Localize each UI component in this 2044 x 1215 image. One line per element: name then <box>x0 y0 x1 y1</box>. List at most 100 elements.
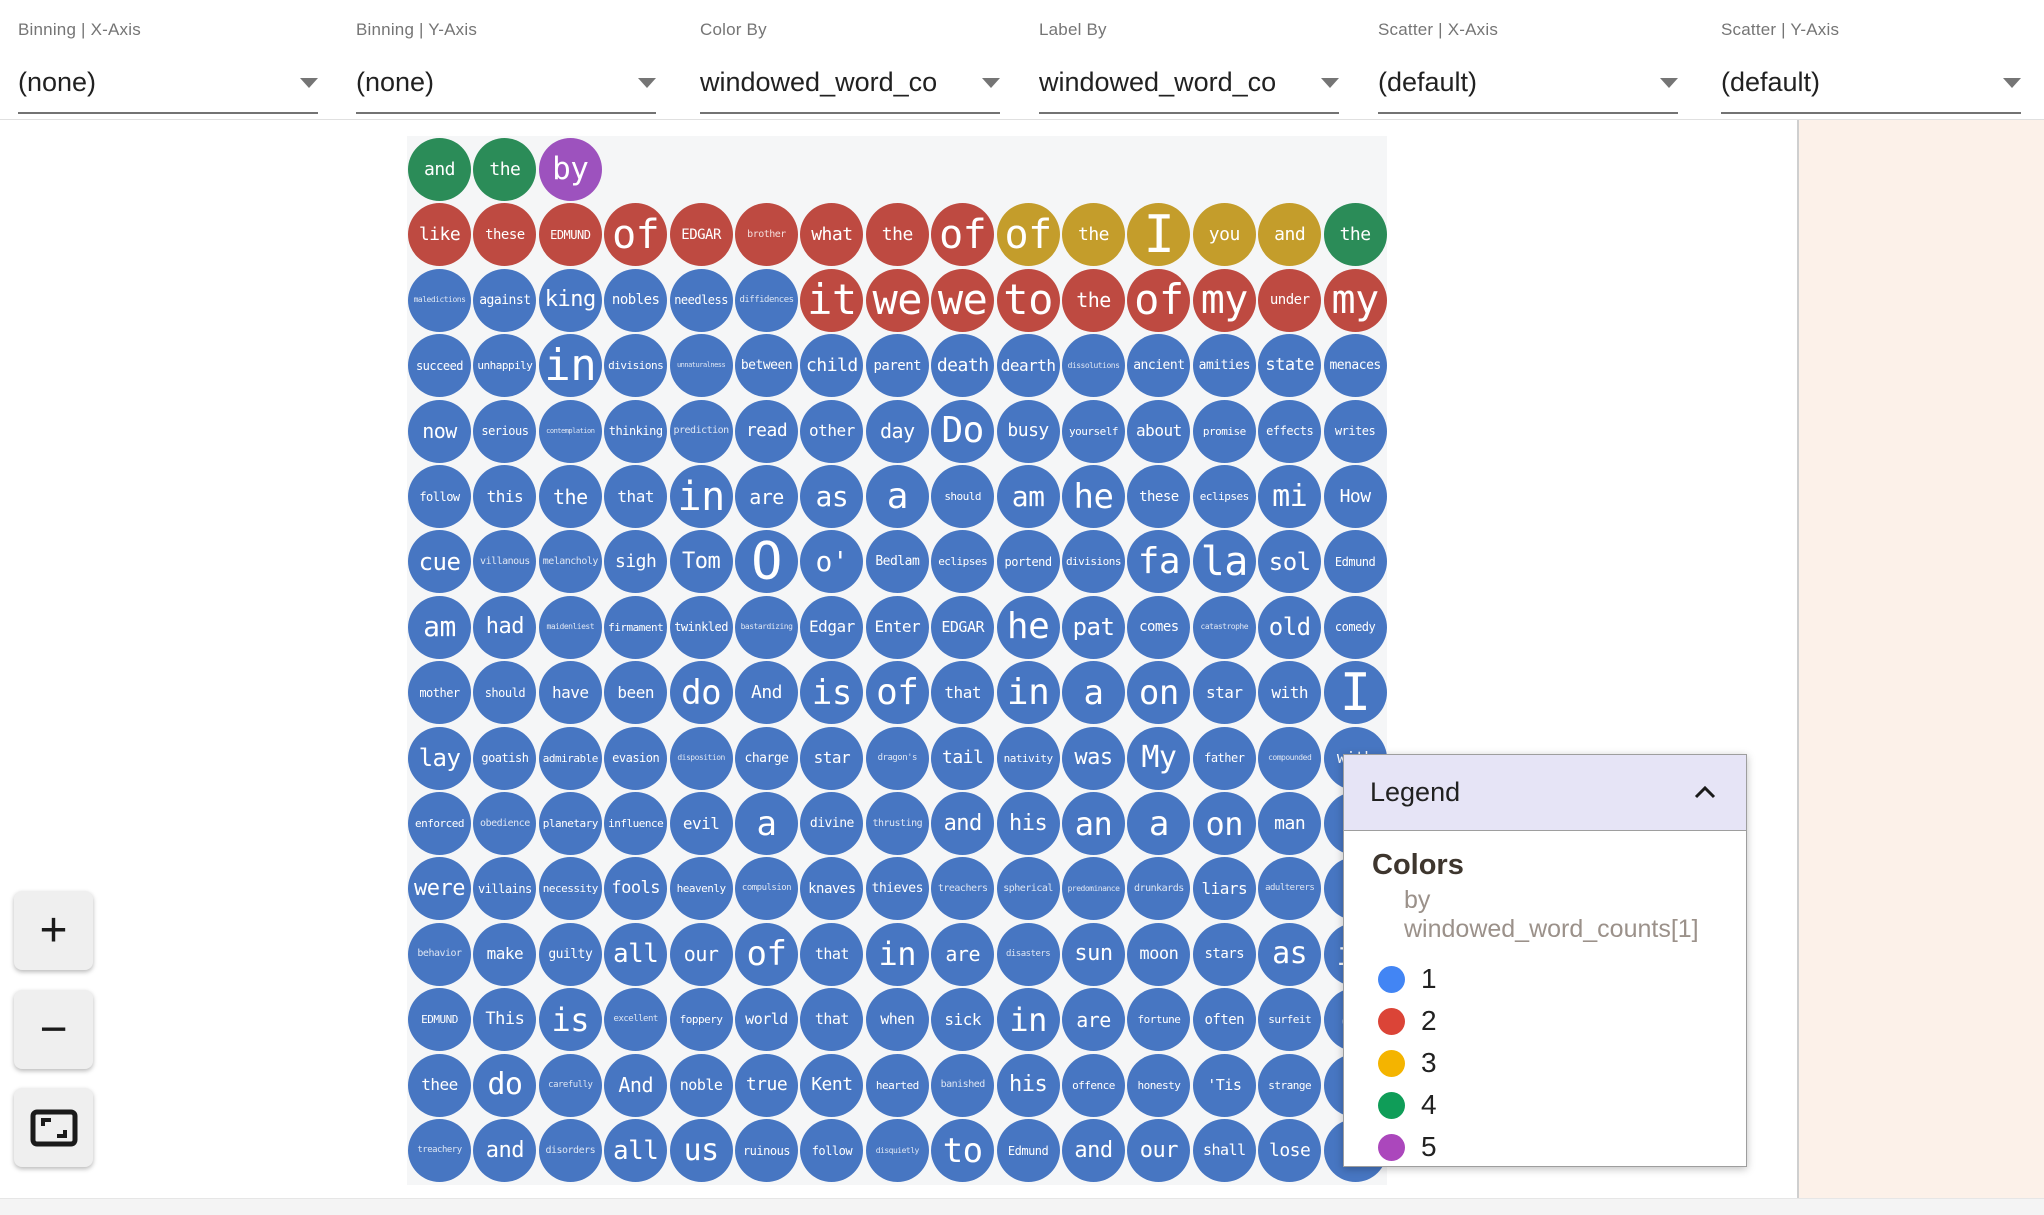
word-circle[interactable]: needless <box>669 268 733 332</box>
word-circle[interactable]: our <box>669 922 733 986</box>
dropdown-label-by[interactable]: Label By windowed_word_co <box>1039 20 1339 114</box>
word-circle[interactable]: contemplation <box>538 399 602 463</box>
word-circle[interactable]: la <box>1192 530 1256 594</box>
word-circle[interactable]: My <box>1127 726 1191 790</box>
word-circle[interactable]: nativity <box>996 726 1060 790</box>
word-circle[interactable]: Bedlam <box>865 530 929 594</box>
word-circle[interactable]: all <box>604 922 668 986</box>
dropdown-scatter-y-axis[interactable]: Scatter | Y-Axis (default) <box>1721 20 2021 114</box>
word-circle[interactable]: on <box>1127 661 1191 725</box>
word-circle[interactable]: Edmund <box>996 1119 1060 1182</box>
dropdown-arrow-icon[interactable] <box>1321 77 1339 88</box>
word-circle[interactable]: writes <box>1323 399 1387 463</box>
word-circle[interactable]: and <box>473 1119 537 1182</box>
word-circle[interactable]: And <box>735 661 798 725</box>
word-circle[interactable]: eclipses <box>931 530 995 594</box>
word-circle[interactable]: unnaturalness <box>669 334 733 398</box>
word-circle[interactable]: heavenly <box>669 857 733 921</box>
word-circle[interactable]: is <box>538 988 602 1052</box>
word-circle[interactable]: EDMUND <box>538 203 602 267</box>
word-circle[interactable]: by <box>538 138 602 201</box>
word-circle[interactable]: And <box>604 1053 668 1117</box>
word-circle[interactable]: all <box>604 1119 668 1182</box>
word-circle[interactable]: menaces <box>1323 334 1387 398</box>
word-circle[interactable]: evasion <box>604 726 668 790</box>
word-circle[interactable]: a <box>735 792 798 855</box>
chevron-up-icon[interactable] <box>1690 783 1720 803</box>
word-circle[interactable]: as <box>800 465 864 528</box>
word-circle[interactable]: 'Tis <box>1192 1053 1256 1117</box>
word-circle[interactable]: catastrophe <box>1192 595 1256 659</box>
word-circle[interactable]: when <box>865 988 929 1052</box>
word-circle[interactable]: lay <box>408 726 471 790</box>
word-circle[interactable]: dearth <box>996 334 1060 398</box>
word-circle[interactable]: How <box>1323 465 1387 528</box>
word-circle[interactable]: behavior <box>408 922 471 986</box>
word-circle[interactable]: that <box>604 465 668 528</box>
word-circle[interactable]: been <box>604 661 668 725</box>
word-circle[interactable]: brother <box>735 203 798 267</box>
word-circle[interactable]: he <box>1062 465 1125 528</box>
word-circle[interactable]: these <box>473 203 537 267</box>
word-circle[interactable]: am <box>996 465 1060 528</box>
word-circle[interactable]: spherical <box>996 857 1060 921</box>
word-circle[interactable]: parent <box>865 334 929 398</box>
word-circle[interactable]: us <box>669 1119 733 1182</box>
word-circle[interactable]: to <box>931 1119 995 1182</box>
word-circle[interactable]: is <box>800 661 864 725</box>
word-circle[interactable]: mi <box>1258 465 1322 528</box>
word-circle[interactable]: sun <box>1062 922 1125 986</box>
word-circle[interactable]: serious <box>473 399 537 463</box>
word-circle[interactable]: of <box>604 203 668 267</box>
word-circle[interactable]: make <box>473 922 537 986</box>
word-circle[interactable]: shall <box>1192 1119 1256 1182</box>
word-circle[interactable]: that <box>800 922 864 986</box>
word-circle[interactable]: strange <box>1258 1053 1322 1117</box>
word-circle[interactable]: my <box>1323 268 1387 332</box>
word-circle[interactable]: do <box>473 1053 537 1117</box>
word-circle[interactable]: Kent <box>800 1053 864 1117</box>
word-circle[interactable]: my <box>1192 268 1256 332</box>
word-circle[interactable]: as <box>1258 922 1322 986</box>
word-circle[interactable]: honesty <box>1127 1053 1191 1117</box>
word-circle[interactable]: fa <box>1127 530 1191 594</box>
word-circle[interactable]: planetary <box>538 792 602 855</box>
word-circle[interactable]: it <box>800 268 864 332</box>
word-circle[interactable]: O <box>735 530 798 594</box>
word-circle[interactable]: like <box>408 203 471 267</box>
word-circle[interactable]: are <box>735 465 798 528</box>
word-circle[interactable]: follow <box>800 1119 864 1182</box>
word-circle[interactable]: do <box>669 661 733 725</box>
word-circle[interactable]: foppery <box>669 988 733 1052</box>
word-circle[interactable]: the <box>865 203 929 267</box>
word-circle[interactable]: treachers <box>931 857 995 921</box>
word-circle[interactable]: king <box>538 268 602 332</box>
word-circle[interactable]: effects <box>1258 399 1322 463</box>
word-circle[interactable]: hearted <box>865 1053 929 1117</box>
word-circle[interactable]: a <box>1127 792 1191 855</box>
word-circle[interactable]: o' <box>800 530 864 594</box>
word-circle[interactable]: necessity <box>538 857 602 921</box>
word-circle[interactable]: that <box>931 661 995 725</box>
word-circle[interactable]: EDGAR <box>931 595 995 659</box>
word-circle[interactable]: man <box>1258 792 1322 855</box>
word-circle[interactable]: maledictions <box>408 268 471 332</box>
word-circle[interactable]: lose <box>1258 1119 1322 1182</box>
word-circle[interactable]: evil <box>669 792 733 855</box>
word-circle[interactable]: to <box>996 268 1060 332</box>
word-circle[interactable]: ancient <box>1127 334 1191 398</box>
word-circle[interactable]: father <box>1192 726 1256 790</box>
word-circle[interactable]: promise <box>1192 399 1256 463</box>
word-circle[interactable]: pat <box>1062 595 1125 659</box>
word-circle[interactable]: influence <box>604 792 668 855</box>
word-circle[interactable]: in <box>996 988 1060 1052</box>
word-circle[interactable]: knaves <box>800 857 864 921</box>
word-circle[interactable]: goatish <box>473 726 537 790</box>
word-circle[interactable]: he <box>996 595 1060 659</box>
word-circle[interactable]: charge <box>735 726 798 790</box>
word-circle[interactable]: Edmund <box>1323 530 1387 594</box>
word-circle[interactable]: a <box>1062 661 1125 725</box>
word-circle[interactable]: drunkards <box>1127 857 1191 921</box>
word-circle[interactable]: child <box>800 334 864 398</box>
word-circle[interactable]: have <box>538 661 602 725</box>
